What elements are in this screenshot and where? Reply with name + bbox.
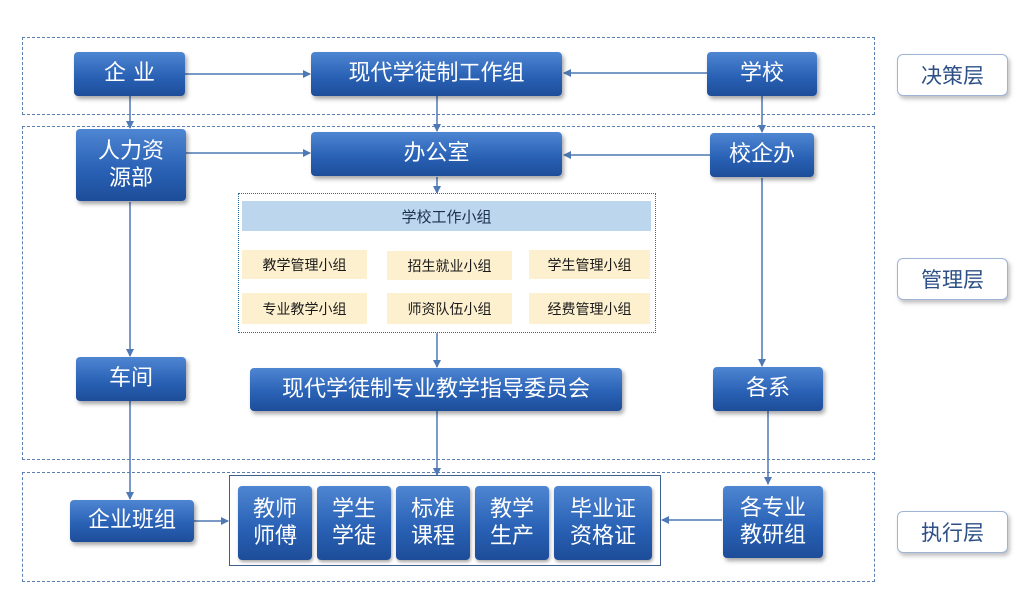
hr-department-label-line2: 源部: [108, 166, 153, 191]
research-group-label-line1: 各专业: [739, 495, 806, 521]
exec-tile-teaching-production-line1: 教学: [489, 496, 534, 522]
school-work-group-title: 学校工作小组: [242, 201, 651, 231]
committee-node: 现代学徒制专业教学指导委员会: [250, 368, 622, 411]
exec-tile-teacher-master-line1: 教师: [252, 496, 297, 522]
office-label: 办公室: [403, 141, 470, 167]
execution-items-frame: 教师 师傅 学生 学徒 标准 课程 教学 生产 毕业证 资格证: [229, 475, 661, 566]
school-enterprise-office-node: 校企办: [710, 133, 814, 177]
school-label: 学校: [739, 61, 784, 87]
workshop-label: 车间: [108, 366, 153, 392]
work-group-label: 现代学徒制工作组: [348, 61, 525, 87]
workshop-node: 车间: [76, 357, 186, 401]
enterprise-team-node: 企业班组: [70, 500, 194, 542]
exec-tile-student-apprentice: 学生 学徒: [317, 486, 391, 560]
school-enterprise-office-label: 校企办: [728, 142, 795, 168]
group-cell-enrollment-employment: 招生就业小组: [387, 251, 512, 280]
decision-layer-frame: [22, 37, 875, 115]
research-group-node: 各专业 教研组: [723, 486, 823, 558]
decision-layer-tag: 决策层: [897, 54, 1008, 96]
exec-tile-standard-course-line1: 标准: [410, 496, 455, 522]
exec-tile-teaching-production-line2: 生产: [489, 524, 534, 549]
committee-label: 现代学徒制专业教学指导委员会: [281, 376, 590, 402]
group-cell-specialty-teaching: 专业教学小组: [242, 293, 367, 324]
exec-tile-diploma-certificate: 毕业证 资格证: [554, 486, 652, 560]
exec-tile-teaching-production: 教学 生产: [475, 486, 549, 560]
office-node: 办公室: [311, 132, 562, 176]
exec-tile-diploma-certificate-line2: 资格证: [569, 524, 636, 549]
departments-label: 各系: [745, 376, 790, 402]
group-cell-teaching-management: 教学管理小组: [242, 250, 367, 279]
management-layer-tag: 管理层: [897, 258, 1008, 300]
hr-department-label-line1: 人力资: [97, 138, 164, 164]
school-work-group-panel: 学校工作小组 教学管理小组 招生就业小组 学生管理小组 专业教学小组 师资队伍小…: [238, 193, 656, 333]
exec-tile-student-apprentice-line1: 学生: [331, 496, 376, 522]
exec-tile-standard-course-line2: 课程: [410, 524, 455, 549]
group-cell-student-management: 学生管理小组: [529, 250, 650, 279]
management-layer-frame: [22, 126, 875, 460]
exec-tile-student-apprentice-line2: 学徒: [331, 524, 376, 549]
hr-department-node: 人力资 源部: [76, 129, 186, 201]
enterprise-label: 企 业: [104, 61, 155, 87]
group-cell-faculty: 师资队伍小组: [387, 293, 512, 324]
school-node: 学校: [707, 52, 817, 96]
enterprise-team-label: 企业班组: [87, 508, 176, 534]
execution-layer-tag: 执行层: [897, 511, 1008, 553]
exec-tile-standard-course: 标准 课程: [396, 486, 470, 560]
group-cell-funding-management: 经费管理小组: [529, 293, 650, 324]
execution-layer-frame: [22, 472, 875, 582]
exec-tile-teacher-master-line2: 师傅: [252, 524, 297, 549]
exec-tile-diploma-certificate-line1: 毕业证: [569, 496, 636, 522]
work-group-node: 现代学徒制工作组: [311, 52, 562, 96]
enterprise-node: 企 业: [74, 52, 185, 96]
departments-node: 各系: [713, 367, 823, 411]
research-group-label-line2: 教研组: [739, 523, 806, 548]
exec-tile-teacher-master: 教师 师傅: [238, 486, 312, 560]
